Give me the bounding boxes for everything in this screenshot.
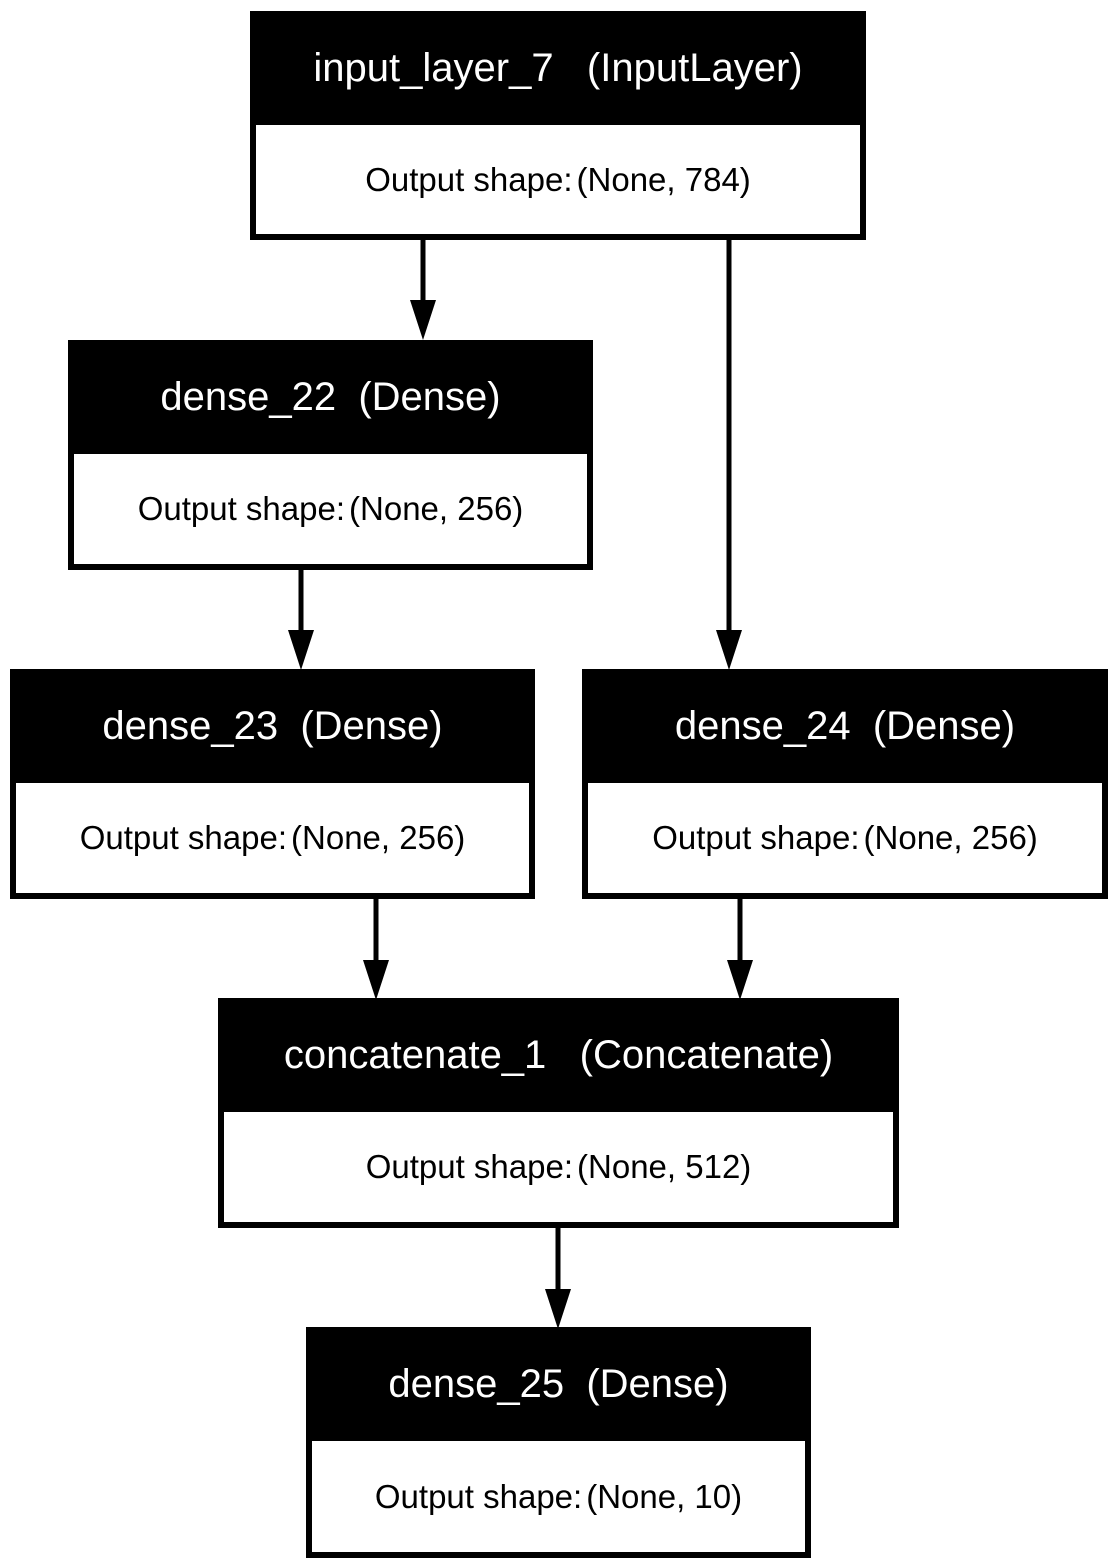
output-shape-label: Output shape: — [652, 819, 860, 856]
layer-name: input_layer_7 — [313, 45, 554, 90]
node-header: dense_23 (Dense) — [10, 669, 535, 783]
edge-dense_22-to-dense_23 — [288, 568, 314, 670]
edge-dense_24-to-concatenate_1 — [727, 897, 753, 1000]
node-header: dense_22 (Dense) — [68, 340, 593, 454]
node-body: Output shape:(None, 10) — [312, 1441, 805, 1552]
node-body: Output shape:(None, 784) — [256, 125, 860, 234]
edge-input_layer_7-to-dense_24 — [716, 238, 742, 670]
node-body: Output shape:(None, 256) — [588, 783, 1102, 893]
output-shape-label: Output shape: — [137, 490, 346, 527]
edge-concatenate_1-to-dense_25 — [545, 1226, 571, 1329]
layer-name: concatenate_1 — [283, 1032, 547, 1077]
node-dense_22: dense_22 (Dense) Output shape:(None, 256… — [68, 340, 593, 570]
edge-input_layer_7-to-dense_22 — [410, 238, 436, 340]
layer-name: dense_22 — [160, 374, 337, 419]
node-header: dense_25 (Dense) — [306, 1327, 811, 1441]
layer-name: dense_23 — [102, 703, 279, 748]
layer-type: (Dense) — [300, 703, 443, 748]
node-dense_23: dense_23 (Dense) Output shape:(None, 256… — [10, 669, 535, 899]
node-input_layer_7: input_layer_7 (InputLayer) Output shape:… — [250, 11, 866, 240]
layer-type: (Dense) — [358, 374, 501, 419]
node-header: concatenate_1 (Concatenate) — [218, 998, 899, 1112]
node-body: Output shape:(None, 512) — [224, 1112, 893, 1222]
node-concatenate_1: concatenate_1 (Concatenate) Output shape… — [218, 998, 899, 1228]
node-body: Output shape:(None, 256) — [74, 454, 587, 564]
output-shape-value: (None, 784) — [576, 160, 751, 198]
layer-name: dense_24 — [674, 703, 851, 748]
layer-name: dense_25 — [388, 1361, 565, 1406]
node-dense_25: dense_25 (Dense) Output shape:(None, 10) — [306, 1327, 811, 1558]
edge-dense_23-to-concatenate_1 — [363, 897, 389, 1000]
layer-type: (Concatenate) — [579, 1032, 834, 1077]
node-header: input_layer_7 (InputLayer) — [250, 11, 866, 125]
output-shape-label: Output shape: — [365, 1148, 574, 1185]
node-header: dense_24 (Dense) — [582, 669, 1108, 783]
output-shape-value: (None, 256) — [349, 490, 524, 527]
output-shape-value: (None, 512) — [577, 1148, 752, 1185]
node-dense_24: dense_24 (Dense) Output shape:(None, 256… — [582, 669, 1108, 899]
output-shape-value: (None, 10) — [586, 1477, 743, 1515]
layer-type: (Dense) — [586, 1361, 729, 1406]
node-body: Output shape:(None, 256) — [16, 783, 529, 893]
layer-type: (InputLayer) — [586, 45, 803, 90]
output-shape-value: (None, 256) — [291, 819, 466, 856]
output-shape-value: (None, 256) — [863, 819, 1038, 856]
layer-type: (Dense) — [872, 703, 1016, 748]
output-shape-label: Output shape: — [374, 1477, 583, 1515]
output-shape-label: Output shape: — [79, 819, 288, 856]
output-shape-label: Output shape: — [365, 160, 573, 198]
